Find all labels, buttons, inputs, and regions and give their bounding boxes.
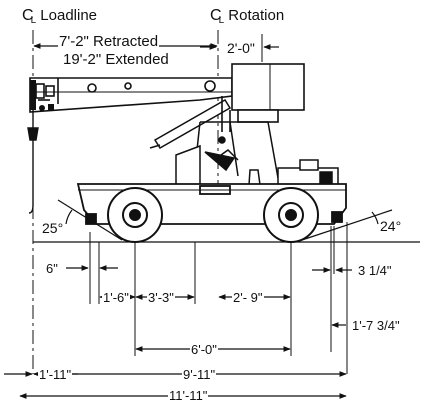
dim-2-0-label: 2'-0" [226,40,256,56]
dim-9-11-label: 9'-11" [182,367,217,382]
rotation-label: CL Rotation [210,8,284,26]
dim-3-1-4-label: 3 1/4" [358,263,392,278]
lift-cylinder [149,98,232,150]
extended-label: 19'-2" Extended [62,51,170,68]
centerline-subscript-rotation: L [218,15,225,26]
loadline-label: CL Loadline [22,8,97,26]
angle-left-label: 25° [42,220,64,236]
dim-1-6-label: 1'-6" [102,290,130,305]
retracted-label: 7'-2" Retracted [58,33,160,50]
dim-1-7-3-4-label: 1'-7 3/4" [352,318,400,333]
dim-3-3-label: 3'-3" [147,290,175,305]
centerline-subscript: L [30,15,37,26]
cab-frame [193,121,279,179]
front-wheel [107,187,163,243]
loadline-text: Loadline [40,7,98,24]
centerline-symbol: C [22,7,34,24]
dim-6in-label: 6" [46,261,58,276]
extension-lines [89,34,348,374]
rear-wheel [263,187,319,243]
rotation-text: Rotation [228,7,285,24]
turret [221,63,305,132]
boom-head-sheaves [30,80,54,111]
angle-right-label: 24° [380,218,402,234]
dim-6-0-label: 6'-0" [190,342,218,357]
dim-2-9-label: 2'- 9" [232,290,264,305]
hook-assembly [27,110,39,214]
centerline-symbol-rotation: C [210,7,222,24]
boom [29,77,233,113]
dim-1-11-label: 1'-11" [38,367,73,382]
dim-11-11-label: 11'-11" [168,388,209,403]
